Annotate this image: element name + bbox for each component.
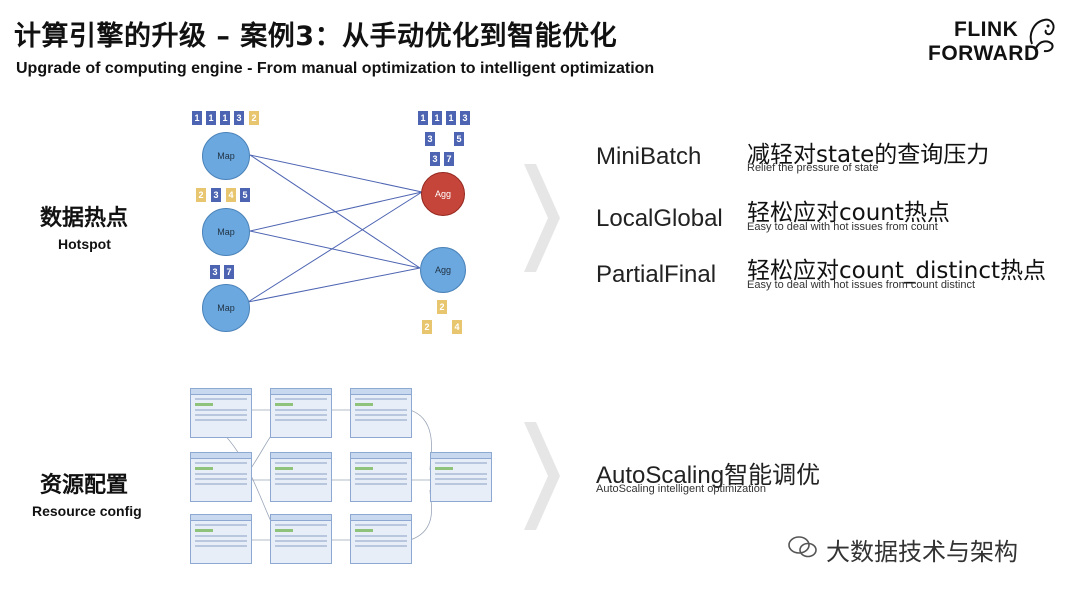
chevron-right-icon (524, 422, 560, 530)
opt-name-minibatch: MiniBatch (596, 143, 702, 170)
edge-map3-agg2 (247, 267, 421, 303)
key-box: 3 (430, 152, 440, 166)
opt-zh-localglobal: 轻松应对count热点 (747, 200, 950, 226)
key-box: 4 (452, 320, 462, 334)
key-box: 1 (418, 111, 428, 125)
key-box: 2 (437, 300, 447, 314)
hotspot-title-en: Hotspot (58, 236, 111, 252)
key-box: 2 (196, 188, 206, 202)
vertex-box[interactable] (190, 514, 252, 564)
key-box: 1 (432, 111, 442, 125)
key-box: 3 (460, 111, 470, 125)
opt-name-localglobal: LocalGlobal (596, 205, 723, 232)
key-box: 1 (206, 111, 216, 125)
resource-title-zh: 资源配置 (40, 473, 129, 498)
key-box: 7 (444, 152, 454, 166)
flink-forward-logo: FLINK FORWARD (926, 14, 1056, 70)
key-box: 3 (425, 132, 435, 146)
map-node-2: Map (202, 208, 250, 256)
watermark-text: 大数据技术与架构 (826, 538, 1018, 566)
key-box: 3 (234, 111, 244, 125)
key-box: 7 (224, 265, 234, 279)
key-box: 1 (220, 111, 230, 125)
agg-node-hot: Agg (421, 172, 465, 216)
key-box: 2 (422, 320, 432, 334)
key-box: 4 (226, 188, 236, 202)
wechat-icon (788, 536, 817, 558)
hotspot-title-zh: 数据热点 (40, 206, 129, 231)
opt-en-partialfinal: Easy to deal with hot issues from count … (747, 279, 976, 291)
page-subtitle: Upgrade of computing engine - From manua… (16, 60, 655, 77)
vertex-box[interactable] (430, 452, 492, 502)
map-node-3: Map (202, 284, 250, 332)
edge-map2-agg1 (249, 191, 423, 232)
vertex-box[interactable] (270, 388, 332, 438)
opt-en-minibatch: Relief the pressure of state (747, 162, 879, 174)
squirrel-icon (1029, 18, 1055, 53)
map-node-1: Map (202, 132, 250, 180)
opt-zh-minibatch: 减轻对state的查询压力 (747, 142, 990, 168)
vertex-box[interactable] (350, 388, 412, 438)
opt-en-localglobal: Easy to deal with hot issues from count (747, 221, 938, 233)
logo-line1: FLINK (954, 18, 1019, 41)
vertex-box[interactable] (350, 452, 412, 502)
vertex-box[interactable] (190, 452, 252, 502)
edge-map1-agg1 (249, 154, 423, 193)
logo-line2: FORWARD (928, 42, 1040, 65)
key-box: 3 (211, 188, 221, 202)
key-box: 5 (240, 188, 250, 202)
opt-name-partialfinal: PartialFinal (596, 261, 717, 288)
vertex-box[interactable] (270, 514, 332, 564)
vertex-box[interactable] (350, 514, 412, 564)
key-box: 2 (249, 111, 259, 125)
opt-zh-partialfinal: 轻松应对count_distinct热点 (747, 258, 1047, 284)
agg-node-2: Agg (420, 247, 466, 293)
chevron-right-icon (524, 164, 560, 272)
key-box: 1 (192, 111, 202, 125)
autoscaling-subtitle: AutoScaling intelligent optimization (596, 483, 766, 495)
key-box: 5 (454, 132, 464, 146)
key-box: 1 (446, 111, 456, 125)
page-title: 计算引擎的升级 – 案例3：从手动优化到智能优化 (14, 21, 618, 52)
vertex-box[interactable] (190, 388, 252, 438)
resource-title-en: Resource config (32, 503, 142, 519)
edge-map3-agg1 (247, 191, 423, 303)
vertex-box[interactable] (270, 452, 332, 502)
key-box: 3 (210, 265, 220, 279)
autoscaling-title: AutoScaling智能调优 (596, 462, 821, 489)
edge-map2-agg2 (249, 230, 421, 269)
